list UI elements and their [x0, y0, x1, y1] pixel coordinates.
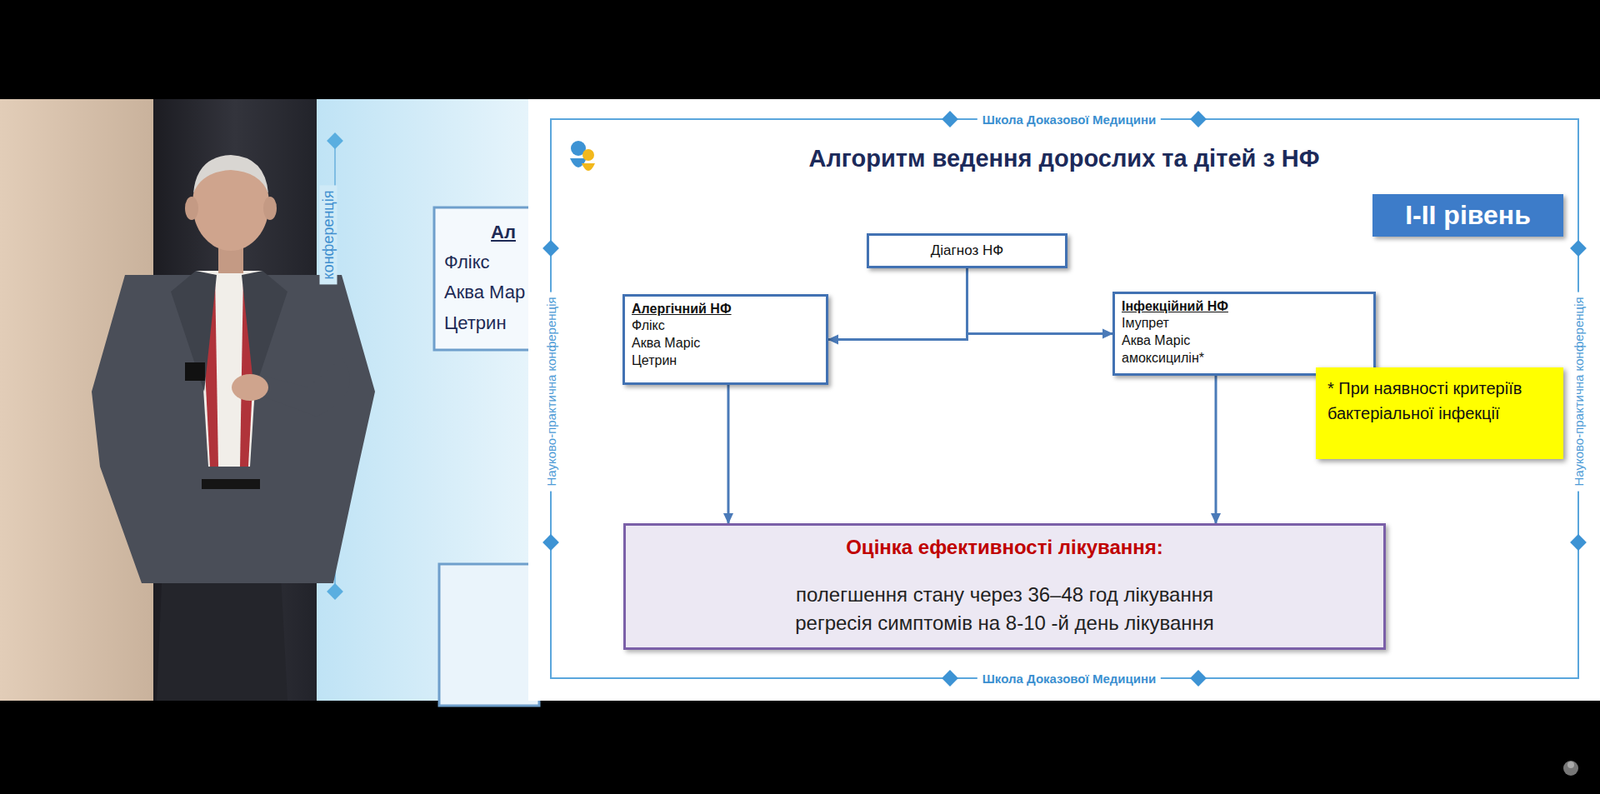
slide-frame [550, 119, 1579, 679]
frame-caption: Школа Доказової Медицини [977, 671, 1161, 686]
drug-item: амоксицилін* [1121, 349, 1367, 367]
result-line: полегшення стану через 36–48 год лікуван… [639, 580, 1370, 610]
evaluation-box: Оцінка ефективності лікування: полегшення… [623, 523, 1386, 650]
school-logo [570, 140, 595, 171]
screen-text: Ал [490, 221, 516, 244]
allergic-box: Алергічний НФФліксАква МарісЦетрин [622, 294, 829, 385]
frame-caption: Науково-практична конференція [1571, 291, 1586, 491]
flow-arrow [967, 268, 1114, 335]
screen-text: конференція [320, 185, 338, 285]
note-callout: * При наявності критеріїв бактеріальної … [1315, 367, 1564, 460]
letterbox-bar [0, 0, 1600, 100]
box-heading: Оцінка ефективності лікування: [639, 535, 1370, 560]
flow-arrow [1215, 375, 1218, 524]
slide-ground [528, 99, 1600, 701]
diagnosis-box: Діагноз НФ [866, 233, 1068, 269]
slide-title: Алгоритм ведення дорослих та дітей з НФ [808, 145, 1320, 173]
note-text: * При наявності критеріїв бактеріальної … [1327, 375, 1554, 426]
screen-text: Флікс [444, 251, 490, 274]
drug-item: Цетрин [631, 351, 820, 370]
flow-arrow [727, 385, 730, 524]
drug-item: Імупрет [1121, 314, 1367, 332]
box-title: Діагноз НФ [877, 242, 1057, 260]
drug-item: Аква Маріс [1121, 331, 1367, 350]
screen-text: Аква Мар [444, 281, 525, 304]
frame-caption: Науково-практична конференція [544, 291, 559, 491]
drug-item: Флікс [631, 316, 820, 335]
letterbox-bar [0, 700, 1600, 794]
level-badge: І-ІІ рівень [1372, 194, 1564, 237]
frame-diamonds [542, 110, 1587, 687]
frame-caption: Школа Доказової Медицини [977, 112, 1161, 127]
screen-text: Цетрин [444, 312, 507, 335]
watermark-icon [1563, 760, 1579, 776]
box-heading: Інфекційний НФ [1121, 299, 1367, 315]
result-line: регресія симптомів на 8-10 -й день лікув… [639, 609, 1370, 638]
speaker-photo [0, 99, 543, 706]
drug-item: Аква Маріс [631, 334, 820, 352]
flow-arrow [828, 268, 968, 340]
box-heading: Алергічний НФ [631, 301, 820, 317]
level-text: І-ІІ рівень [1405, 200, 1531, 231]
infectious-box: Інфекційний НФІмупретАква Марісамоксицил… [1112, 291, 1376, 376]
